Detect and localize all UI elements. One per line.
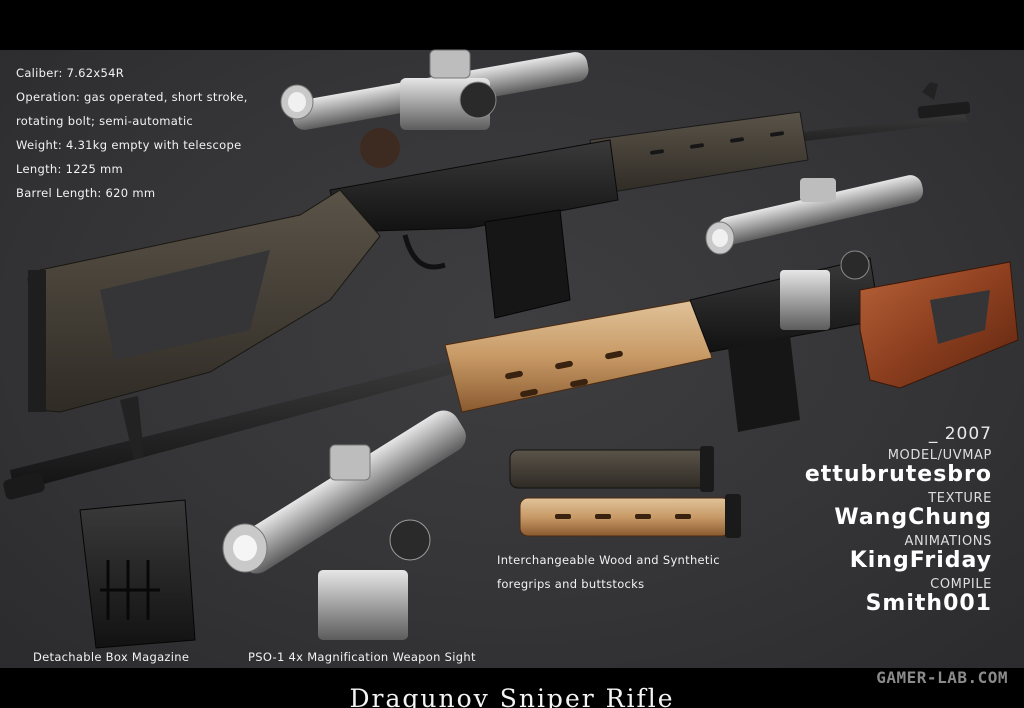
- credit-name-model: ettubrutesbro: [804, 462, 992, 487]
- caption-magazine: Detachable Box Magazine: [33, 650, 190, 664]
- credit-name-texture: WangChung: [834, 505, 992, 530]
- spec-weight: Weight: 4.31kg empty with telescope: [16, 138, 242, 152]
- foregrip-details: [509, 446, 741, 538]
- spec-length: Length: 1225 mm: [16, 162, 124, 176]
- spec-operation-cont: rotating bolt; semi-automatic: [16, 114, 194, 128]
- caption-foregrips-line1: Interchangeable Wood and Synthetic: [497, 553, 720, 567]
- caption-foregrips-line2: foregrips and buttstocks: [497, 577, 645, 591]
- credits-block: _ 2007 MODEL/UVMAP ettubrutesbro TEXTURE…: [805, 424, 992, 616]
- site-watermark: GAMER-LAB.COM: [876, 668, 1008, 687]
- scope-detail: [222, 410, 466, 640]
- wood-rifle: [3, 175, 1019, 500]
- synthetic-rifle: [27, 49, 971, 413]
- credit-role-texture: TEXTURE: [928, 491, 992, 506]
- spec-operation: Operation: gas operated, short stroke,: [16, 90, 248, 104]
- credit-role-animations: ANIMATIONS: [904, 534, 992, 549]
- credit-name-compile: Smith001: [865, 591, 992, 616]
- credit-name-animations: KingFriday: [849, 548, 992, 573]
- magazine-detail: [79, 499, 196, 649]
- credits-year: _ 2007: [928, 424, 992, 444]
- credit-role-compile: COMPILE: [930, 577, 992, 592]
- upper-scope: [280, 49, 589, 168]
- caption-scope: PSO-1 4x Magnification Weapon Sight: [248, 650, 476, 664]
- credit-role-model: MODEL/UVMAP: [887, 448, 992, 463]
- page-title: Dragunov Sniper Rifle: [349, 684, 675, 708]
- spec-caliber: Caliber: 7.62x54R: [16, 66, 125, 80]
- lower-scope: [705, 175, 924, 330]
- spec-barrel-length: Barrel Length: 620 mm: [16, 186, 156, 200]
